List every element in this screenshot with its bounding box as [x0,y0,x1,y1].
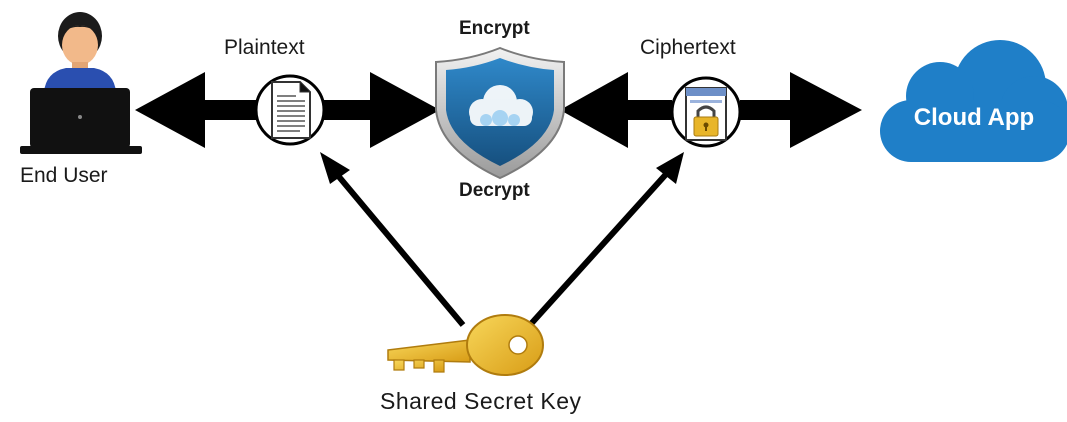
encrypt-label: Encrypt [459,18,530,39]
plaintext-label: Plaintext [224,36,305,59]
arrow-shield-ciphertext [560,72,672,148]
arrow-key-ciphertext [527,152,684,328]
key-icon [387,314,544,376]
end-user-label: End User [20,164,108,187]
padlock-window-icon [670,76,742,148]
shared-key-label: Shared Secret Key [380,388,582,414]
arrow-ciphertext-cloud [740,72,862,148]
ciphertext-label: Ciphertext [640,36,736,59]
decrypt-label: Decrypt [459,180,530,201]
cloud-app-label: Cloud App [913,104,1035,131]
arrow-key-plaintext [320,152,466,327]
person-at-laptop-icon [20,12,142,154]
shield-cloud-icon [435,46,565,180]
arrow-plaintext-shield [318,72,440,148]
cloud-icon [880,40,1067,162]
arrow-user-plaintext [135,72,260,148]
document-icon [254,74,326,146]
